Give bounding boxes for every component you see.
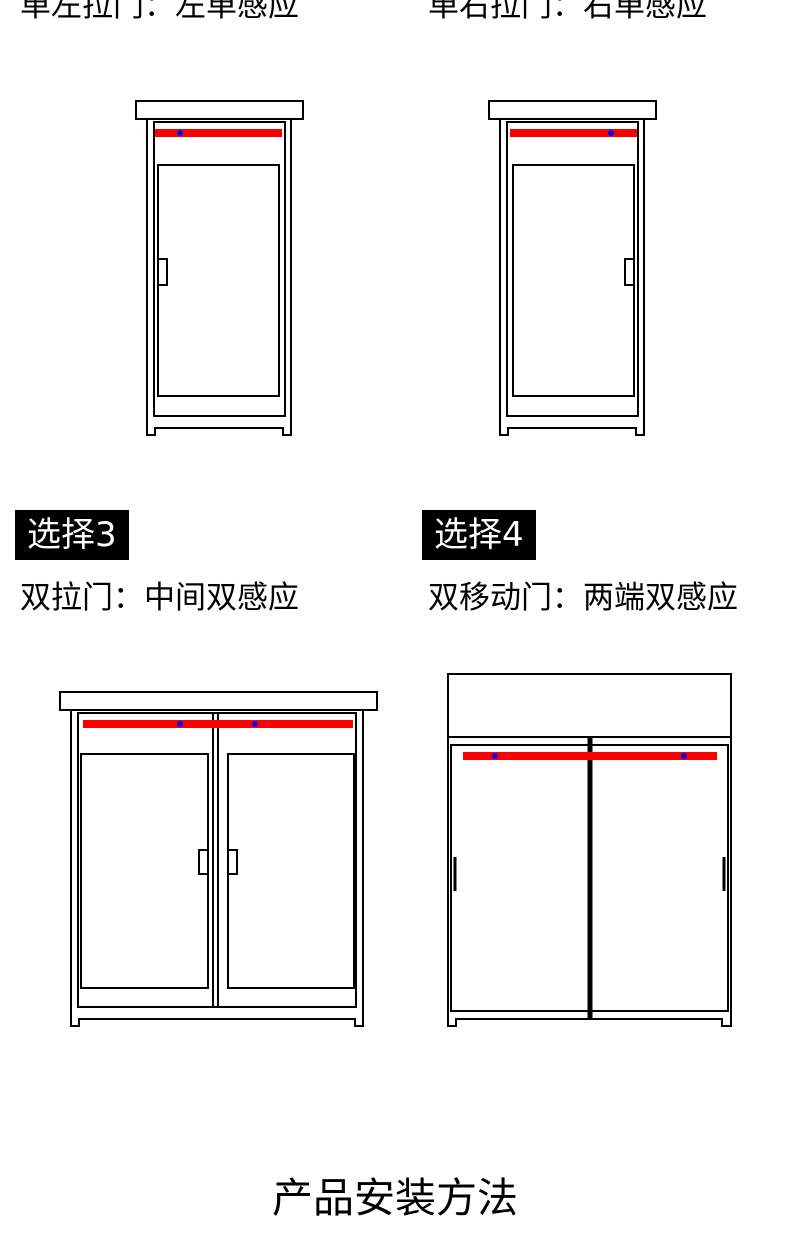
- sensor-bar: [83, 720, 353, 728]
- sensor-bar: [155, 129, 282, 137]
- option-3-cabinet-diagram: [59, 691, 379, 1028]
- cabinet-frame: [70, 710, 364, 1027]
- right-door-panel: [227, 753, 355, 989]
- option-2-cabinet-diagram: [488, 100, 658, 437]
- option-4-cabinet-diagram: [446, 673, 736, 1028]
- cabinet-top-cap: [59, 691, 378, 711]
- option-1-cabinet-diagram: [135, 100, 305, 437]
- option-2-caption: 单右拉门：右单感应: [428, 0, 707, 24]
- right-door-handle: [227, 849, 238, 875]
- door-panel: [512, 164, 635, 397]
- cabinet-header-box: [447, 673, 732, 738]
- sensor-dot-right: [681, 753, 687, 759]
- sensor-bar: [510, 129, 637, 137]
- left-door-panel: [80, 753, 209, 989]
- option-3-badge: 选择3: [15, 510, 129, 560]
- cabinet-top-cap: [488, 100, 657, 120]
- option-3-caption: 双拉门：中间双感应: [20, 580, 299, 616]
- left-door-handle: [198, 849, 209, 875]
- sensor-dot-right: [252, 721, 258, 727]
- sensor-dot: [608, 130, 614, 136]
- option-4-badge: 选择4: [422, 510, 536, 560]
- sensor-bar: [463, 752, 717, 760]
- cabinet-inner-frame: [153, 121, 286, 417]
- option-1-caption: 单左拉门：左单感应: [20, 0, 299, 24]
- sensor-dot-left: [492, 753, 498, 759]
- door-panel: [157, 164, 280, 397]
- cabinet-frame: [499, 119, 645, 436]
- option-4-caption: 双移动门：两端双感应: [428, 580, 738, 616]
- cabinet-inner-frame: [506, 121, 639, 417]
- installation-method-title: 产品安装方法: [272, 1174, 518, 1222]
- sensor-dot-left: [177, 721, 183, 727]
- cabinet-frame: [146, 119, 292, 436]
- sensor-dot: [177, 130, 183, 136]
- door-handle: [624, 258, 635, 286]
- cabinet-top-cap: [135, 100, 304, 120]
- door-handle: [157, 258, 168, 286]
